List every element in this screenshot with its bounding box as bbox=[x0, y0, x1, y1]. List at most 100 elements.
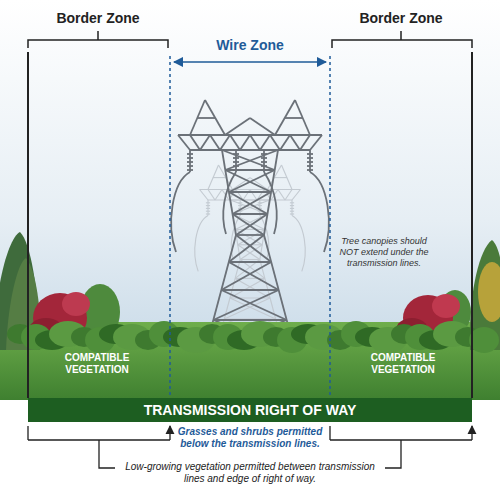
tower-member bbox=[310, 135, 322, 150]
note-text: Low-growing vegetation permitted between… bbox=[119, 461, 381, 485]
tower-member bbox=[235, 229, 265, 230]
tower-member bbox=[206, 205, 210, 206]
tower-member bbox=[292, 190, 300, 201]
tower-member bbox=[222, 150, 225, 170]
tower-member bbox=[222, 150, 275, 170]
tower-member bbox=[271, 262, 278, 290]
tower-member bbox=[197, 117, 215, 119]
band-title: TRANSMISSION RIGHT OF WAY bbox=[144, 402, 357, 418]
tower-member bbox=[279, 290, 287, 320]
tower-member bbox=[221, 290, 286, 320]
transmission-tower bbox=[171, 100, 329, 385]
row-edge-line bbox=[27, 52, 29, 398]
tower-member bbox=[229, 235, 264, 262]
conductor-wire bbox=[223, 172, 236, 234]
tower-member bbox=[206, 211, 210, 212]
tower-member bbox=[238, 202, 242, 203]
vegetation bbox=[0, 232, 500, 350]
tower-member bbox=[187, 169, 193, 171]
tower-member bbox=[210, 135, 220, 150]
note-text: Grasses and shrubs permitted below the t… bbox=[173, 426, 327, 450]
tower-member bbox=[307, 161, 313, 163]
tower-member bbox=[229, 192, 233, 214]
sky bbox=[0, 0, 500, 400]
tower-member bbox=[229, 261, 271, 263]
tower-member bbox=[215, 190, 222, 201]
tower-member bbox=[206, 202, 210, 203]
tower-member bbox=[233, 165, 239, 167]
tower-member bbox=[290, 202, 294, 203]
leader-line bbox=[385, 440, 401, 468]
tower-member bbox=[261, 153, 267, 155]
tower-member bbox=[213, 177, 226, 178]
tower-member bbox=[250, 135, 260, 150]
grass bbox=[0, 322, 500, 400]
note-text: Tree canopies should NOT extend under th… bbox=[336, 236, 432, 268]
tower-member bbox=[190, 149, 310, 151]
tower-member bbox=[233, 214, 236, 235]
tower-member bbox=[233, 213, 268, 214]
tower-member bbox=[200, 135, 210, 150]
tower-member bbox=[233, 214, 264, 235]
tower-member bbox=[236, 234, 264, 236]
conductor-wire bbox=[264, 172, 277, 234]
tower-member bbox=[233, 161, 239, 163]
tower-member bbox=[236, 214, 267, 235]
tower-member bbox=[229, 191, 271, 193]
tower-member bbox=[260, 245, 262, 260]
tower-member bbox=[307, 165, 313, 167]
wire-zone-boundary bbox=[329, 56, 331, 398]
tower-member bbox=[275, 150, 278, 170]
tower-member bbox=[221, 262, 228, 290]
vegetation-label: COMPATIBLE VEGETATION bbox=[55, 352, 139, 376]
tower-member bbox=[233, 153, 239, 155]
tower-member bbox=[206, 213, 210, 214]
zone-title: Border Zone bbox=[331, 10, 471, 27]
tower-member bbox=[240, 259, 260, 260]
tower-member bbox=[221, 262, 271, 290]
tower-member bbox=[238, 205, 242, 206]
conductor-wire bbox=[292, 215, 305, 271]
tower-member bbox=[250, 190, 257, 201]
row-edge-line bbox=[471, 52, 473, 398]
tower-member bbox=[213, 319, 286, 321]
tower-member bbox=[213, 290, 221, 320]
tower-member bbox=[290, 205, 294, 206]
tower-member bbox=[270, 135, 280, 150]
tower-member bbox=[275, 177, 288, 178]
right-of-way-band: TRANSMISSION RIGHT OF WAY bbox=[28, 398, 472, 422]
tower-member bbox=[221, 289, 278, 291]
tower-member bbox=[230, 135, 240, 150]
wire-zone-arrow bbox=[174, 61, 326, 63]
tower-member bbox=[261, 157, 267, 159]
tower-member bbox=[290, 213, 294, 214]
tower-member bbox=[285, 117, 303, 119]
tower-member bbox=[224, 298, 230, 319]
tower-member bbox=[307, 157, 313, 159]
tower-member bbox=[225, 150, 278, 170]
tower-member bbox=[260, 135, 270, 150]
tower-member bbox=[187, 153, 193, 155]
tower-member bbox=[206, 208, 210, 209]
conductor-wire bbox=[195, 215, 208, 271]
tower-member bbox=[238, 245, 240, 260]
tower-member bbox=[236, 235, 271, 262]
tower-member bbox=[300, 135, 310, 150]
zone-title: Border Zone bbox=[28, 10, 168, 27]
tower-member bbox=[270, 298, 276, 319]
tower-member bbox=[307, 153, 313, 155]
tower-member bbox=[190, 135, 200, 150]
tower-member bbox=[208, 199, 292, 200]
tower-member bbox=[243, 190, 250, 201]
conductor-wire bbox=[171, 172, 190, 252]
tower-member bbox=[290, 211, 294, 212]
tower-member bbox=[233, 213, 268, 215]
shrub bbox=[469, 327, 499, 353]
conductor-wire bbox=[310, 172, 329, 252]
tower-member bbox=[229, 235, 236, 262]
tower-member bbox=[233, 169, 239, 171]
tower-member bbox=[225, 118, 250, 135]
tower-member bbox=[258, 205, 262, 206]
tower-member bbox=[229, 192, 268, 214]
